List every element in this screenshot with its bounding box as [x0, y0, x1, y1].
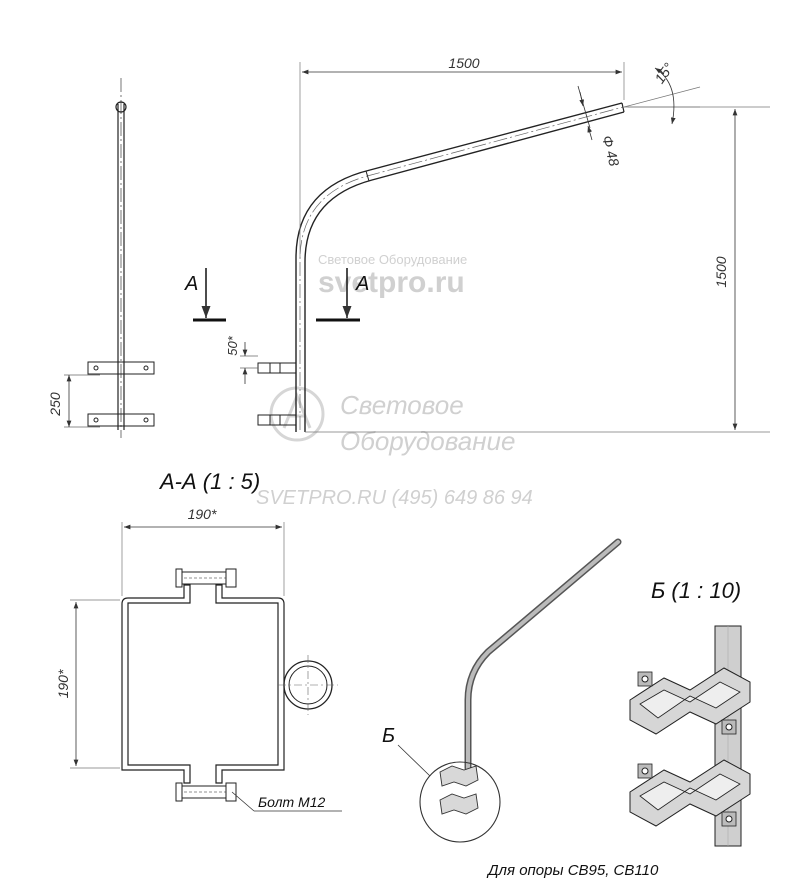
section-view [70, 522, 342, 812]
logo-circle-icon [269, 386, 325, 442]
offset-dim: 50* [225, 335, 240, 355]
height-dim: 1500 [713, 256, 729, 287]
isometric-view [397, 538, 622, 843]
section-mark-left: A [184, 268, 226, 322]
section-mark-left-label: A [184, 273, 198, 295]
logo-lamp-icon [282, 392, 312, 429]
watermark-logo: Световое Оборудование SVETPRO.RU (495) 6… [256, 386, 533, 509]
logo-line3: SVETPRO.RU (495) 649 86 94 [256, 487, 533, 509]
section-mark-right-label: A [355, 273, 369, 295]
section-mark-right: A [316, 268, 369, 322]
detail-view [629, 625, 751, 847]
angle-dim: 15° [651, 60, 676, 87]
watermark-line1: Световое Оборудование [318, 252, 467, 267]
logo-line1: Световое [340, 390, 464, 420]
footer-label: Для опоры СВ95, СВ110 [486, 862, 659, 879]
detail-marker: Б [382, 725, 395, 747]
detail-title: Б (1 : 10) [651, 578, 741, 603]
diameter-dim: Φ 48 [599, 134, 623, 168]
clamp-spacing-dim: 250 [47, 392, 63, 417]
side-view [64, 78, 155, 438]
width-dim: 1500 [448, 55, 479, 71]
watermark-line2: svetpro.ru [318, 266, 465, 299]
clamp-height-dim: 190* [55, 669, 71, 698]
section-title: А-А (1 : 5) [158, 469, 260, 494]
bolt-label: Болт М12 [258, 794, 325, 810]
logo-line2: Оборудование [340, 426, 515, 456]
watermark-top: Световое Оборудование svetpro.ru [318, 252, 467, 299]
clamp-width-dim: 190* [188, 506, 217, 522]
front-view [240, 62, 770, 433]
